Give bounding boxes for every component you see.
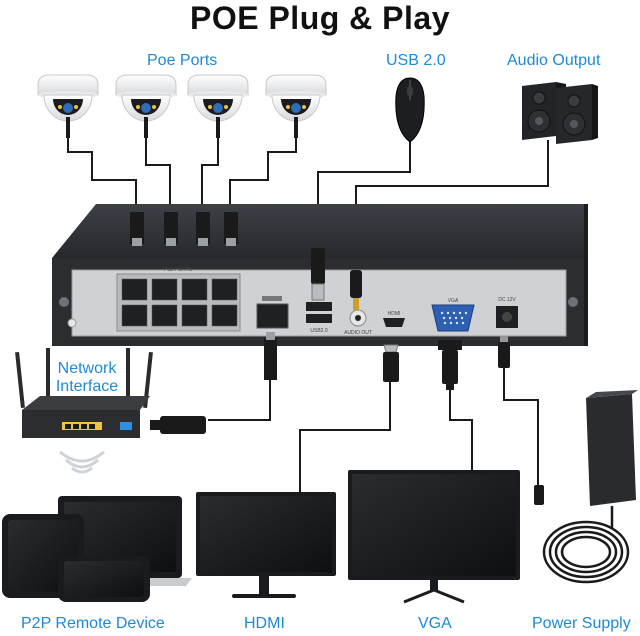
vga-port [431,304,475,332]
dome-camera-icon [187,74,249,138]
panel-hdmi-label: HDMI [388,311,401,317]
audio-plug-icon [350,270,362,310]
hdmi-cable [299,380,391,492]
wifi-icon [59,450,105,474]
vga-cable [449,380,473,470]
power-cable [503,362,539,505]
network-label-line2: Interface [55,378,119,395]
lan-port [256,303,289,329]
power-adapter-icon [534,390,638,584]
dome-camera-icon [115,74,177,138]
hdmi-port [383,318,405,327]
panel-vga-label: VGA [448,298,459,304]
camera-cable-1 [67,138,137,212]
hdmi-label: HDMI [244,615,285,632]
camera-cable-2 [145,138,171,212]
speaker-icon [556,84,598,144]
network-interface-label: Network Interface [50,360,124,396]
audio-output-label: Audio Output [507,52,601,69]
dome-camera-icon [37,74,99,138]
monitor-icon [348,470,520,604]
panel-audio-label: AUDIO OUT [344,330,372,336]
camera-cable-3 [201,138,219,212]
coiled-cable [542,520,630,584]
p2p-remote-device-label: P2P Remote Device [21,615,165,632]
monitor-icon [196,492,336,598]
phone-icon [58,556,150,602]
dc-plug-icon [498,336,510,368]
usb-label: USB 2.0 [386,52,446,69]
panel-poe-label: PoE PORTS [164,267,193,273]
usb-port [306,302,332,311]
network-cable [208,378,271,421]
panel-usb-label: USB2.0 [310,328,327,334]
network-label-line1: Network [57,360,117,377]
nvr-unit: PoE PORTS USB2.0 AUDIO OUT HDMI VGA [52,204,588,346]
poe-ports-label: Poe Ports [147,52,218,69]
vga-plug-icon [438,340,462,390]
panel-dc-label: DC 12V [498,297,516,303]
screw [568,297,578,307]
router-icon [15,348,206,438]
power-supply-label: Power Supply [532,615,631,632]
hdmi-plug-icon [383,344,399,382]
vga-label: VGA [418,615,452,632]
usb-port [306,314,332,323]
page-title: POE Plug & Play [189,0,450,36]
network-cable-plug [160,416,206,434]
camera-cable-4 [229,138,297,212]
usb-plug-icon [311,248,325,301]
rj45-plug-icon [264,332,277,380]
screw [59,297,69,307]
dome-camera-icon [265,74,327,138]
rj45-plug-icon [130,212,238,246]
mouse-icon [395,77,425,143]
